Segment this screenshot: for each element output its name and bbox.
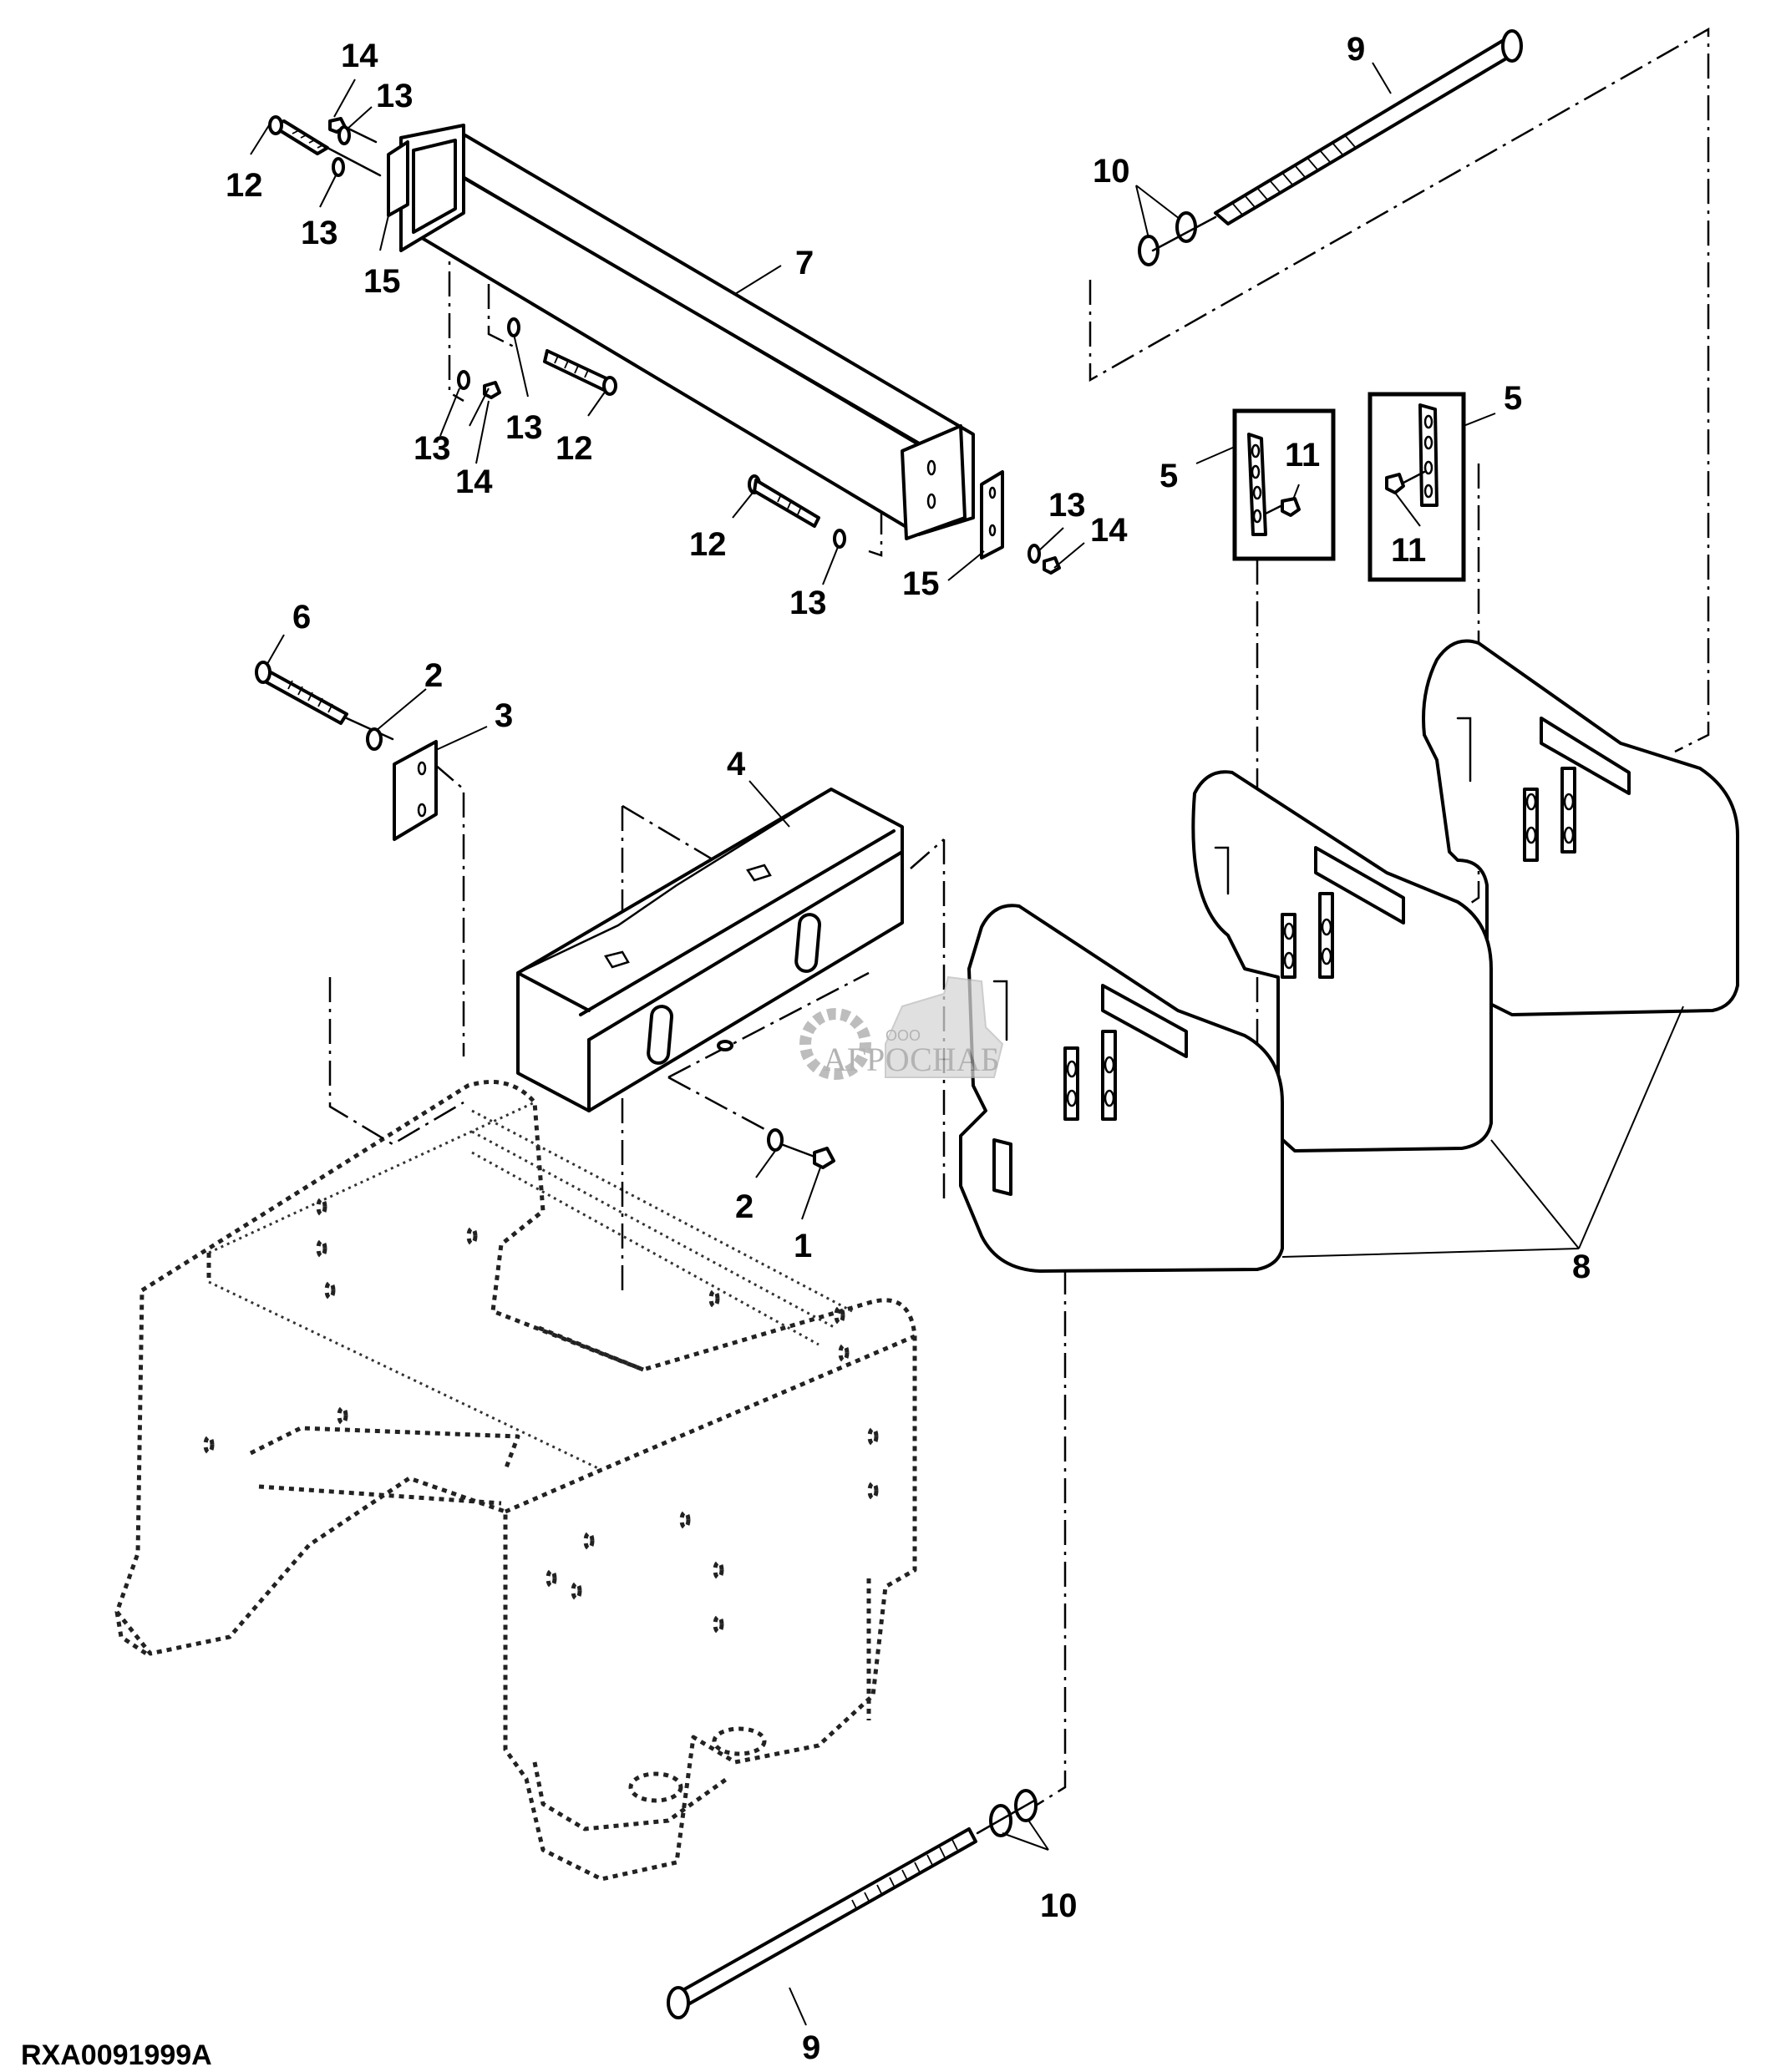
part-8-suitcase-weight-middle xyxy=(1191,770,1493,1153)
callout-12-middle: 12 xyxy=(556,430,593,467)
part-12-bolt-upper xyxy=(268,115,382,177)
callout-13-middle: 13 xyxy=(505,409,543,446)
callout-8: 8 xyxy=(1572,1249,1591,1285)
watermark-prefix: ООО xyxy=(885,1027,921,1044)
part-12-bolt-middle xyxy=(543,349,617,396)
callout-15-top: 15 xyxy=(363,263,401,300)
part-2-washer-upper xyxy=(366,727,383,751)
gear-icon xyxy=(799,1008,871,1080)
leader-lines xyxy=(250,62,1684,2026)
part-15-plate-lower xyxy=(980,470,1004,560)
part-9-long-bolt-lower xyxy=(667,1827,977,2019)
callout-13-top-lower: 13 xyxy=(301,215,338,251)
part-7-weight-bracket-beam xyxy=(399,124,975,540)
part-10-washers-upper xyxy=(1138,211,1217,266)
callout-9-top: 9 xyxy=(1347,31,1365,68)
callout-5-left: 5 xyxy=(1159,458,1178,494)
callout-11-right: 11 xyxy=(1391,532,1426,569)
part-3-plate xyxy=(393,740,438,841)
callout-1: 1 xyxy=(794,1228,812,1264)
part-13-washers-upper xyxy=(332,125,351,177)
part-12-bolt-lower xyxy=(748,474,820,528)
callout-12-top: 12 xyxy=(226,167,263,204)
part-14-nut-upper xyxy=(328,117,378,144)
watermark-name: АГРОСНАБ xyxy=(823,1041,1000,1078)
part-10-washers-lower xyxy=(976,1789,1038,1837)
callout-2-upper: 2 xyxy=(424,657,443,694)
agrosnab-watermark: ООО АГРОСНАБ xyxy=(799,975,1004,1080)
callout-labels: 14 13 12 13 15 7 13 14 13 12 12 13 15 13… xyxy=(226,31,1591,2066)
callout-10-top: 10 xyxy=(1093,153,1130,190)
part-9-long-bolt-upper xyxy=(1214,29,1523,225)
part-8-suitcase-weight-front xyxy=(959,904,1284,1273)
part-6-bolt xyxy=(255,661,394,741)
part-4-weight-bracket xyxy=(516,788,904,1112)
part-14-nut-lower xyxy=(1043,556,1061,575)
tractor-front-frame-phantom xyxy=(114,1080,917,1882)
callout-7: 7 xyxy=(795,245,814,281)
callout-14-top: 14 xyxy=(341,38,378,74)
callout-10-bottom: 10 xyxy=(1040,1887,1078,1924)
callout-9-bottom: 9 xyxy=(802,2029,820,2066)
callout-12-lower: 12 xyxy=(689,526,727,563)
callout-3: 3 xyxy=(495,697,513,734)
combine-harvester-icon xyxy=(885,975,1004,1078)
part-13-washers-lower xyxy=(833,529,1041,564)
callout-13-lower: 13 xyxy=(789,585,827,621)
part-2-washer-lower xyxy=(767,1128,784,1152)
callout-13-lower-right: 13 xyxy=(1048,487,1086,524)
callout-4: 4 xyxy=(727,746,746,783)
part-15-plate-upper xyxy=(387,140,409,217)
part-14-nut-middle xyxy=(483,381,501,399)
part-1-nut xyxy=(779,1142,835,1169)
detail-inset-5-right xyxy=(1368,392,1466,582)
callout-11-left: 11 xyxy=(1285,437,1320,474)
callout-5-right: 5 xyxy=(1504,380,1522,417)
callout-15-lower: 15 xyxy=(902,565,940,602)
detail-inset-5-left xyxy=(1232,408,1336,561)
callout-14-lower-right: 14 xyxy=(1090,512,1128,549)
callout-6: 6 xyxy=(292,599,311,636)
part-8-suitcase-weight-rear xyxy=(1422,639,1739,1016)
callout-13-top: 13 xyxy=(376,78,414,114)
callout-13-middle-left: 13 xyxy=(414,430,451,467)
callout-14-middle: 14 xyxy=(455,464,493,500)
callout-2-lower: 2 xyxy=(735,1188,754,1225)
figure-id-label: RXA0091999A xyxy=(21,2039,212,2071)
